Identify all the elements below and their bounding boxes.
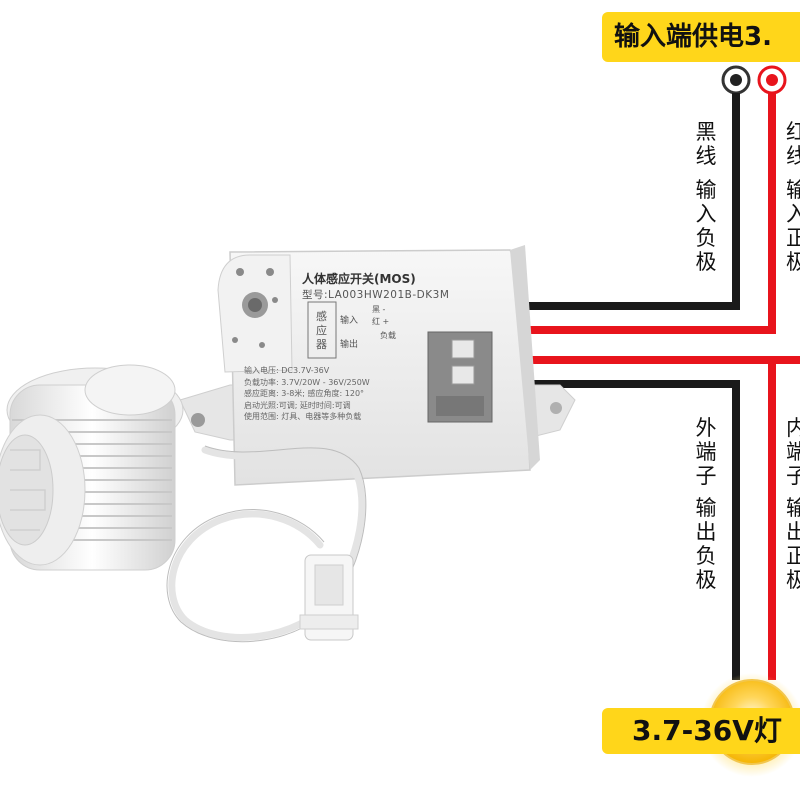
switch-model: 型号:LA003HW201B-DK3M (302, 289, 450, 301)
sensor-label: 感应器 (316, 310, 327, 351)
wire-red-lower-horizontal (488, 356, 800, 364)
red-wire-label: 红线 (786, 120, 800, 168)
terminal-pin-black (721, 65, 751, 95)
switch-specs: 输入电压: DC3.7V-36V 负载功率: 3.7V/20W - 36V/25… (244, 365, 370, 423)
input-label: 输入 (340, 316, 359, 326)
supply-banner: 输入端供电3. (602, 12, 800, 62)
output-label: 输出 (340, 340, 359, 350)
pir-sensor-head (0, 364, 184, 571)
wire-red-lower-vertical (768, 356, 776, 680)
spec-line: 使用范围: 灯具、电器等多种负载 (244, 412, 362, 421)
sensor-cable-outline (166, 445, 367, 643)
cable-connector (299, 554, 359, 641)
spec-line: 启动光照:可调; 延时时间:可调 (244, 400, 351, 410)
wire-black-lower-horizontal (488, 380, 740, 388)
inner-terminal-label: 内端子 (786, 416, 800, 488)
lamp-banner: 3.7-36V灯 (602, 708, 800, 754)
switch-title: 人体感应开关(MOS) (302, 272, 416, 286)
switch-module (179, 245, 576, 486)
inner-terminal-desc: 输出正极 (786, 496, 800, 592)
wire-red-upper-horizontal (510, 326, 776, 334)
wire-black-upper-vertical (732, 93, 740, 308)
red-tag: 红 + (372, 317, 390, 326)
spec-line: 输入电压: DC3.7V-36V (244, 366, 330, 375)
wire-red-upper-vertical (768, 93, 776, 333)
wire-black-lower-vertical (732, 380, 740, 680)
black-tag: 黑 - (372, 305, 386, 314)
terminal-pin-red (757, 65, 787, 95)
black-wire-desc: 输入负极 (695, 178, 717, 274)
red-wire-desc: 输入正极 (786, 178, 800, 274)
black-wire-label: 黑线 (695, 120, 717, 168)
spec-line: 负载功率: 3.7V/20W - 36V/250W (244, 377, 370, 387)
sensor-cable (168, 446, 366, 641)
spec-line: 感应距离: 3-8米; 感应角度: 120° (244, 389, 365, 398)
load-tag: 负载 (380, 331, 396, 340)
wire-black-upper-horizontal (510, 302, 740, 310)
sensor-label-box (307, 301, 337, 359)
outer-terminal-label: 外端子 (695, 416, 717, 488)
outer-terminal-desc: 输出负极 (695, 496, 717, 592)
